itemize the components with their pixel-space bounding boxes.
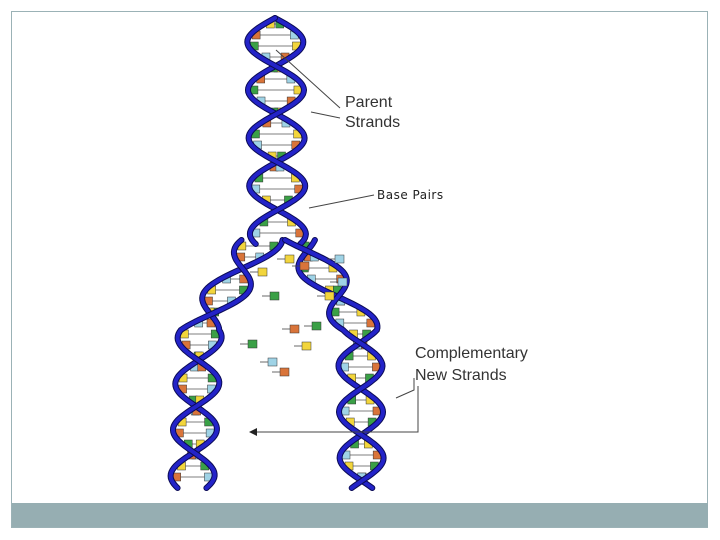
left-daughter-helix-strand-b: [170, 238, 253, 490]
complementary-pointer-1: [395, 378, 415, 399]
parent-helix-strand-b: [245, 16, 308, 246]
free-nucleotide: [289, 324, 300, 334]
dna-strands-group: [167, 15, 387, 491]
free-nucleotide: [299, 261, 310, 271]
base-pairs-pointer: [308, 194, 375, 209]
free-nucleotide: [267, 357, 278, 367]
parent-helix-strand-a: [245, 16, 308, 246]
complementary-strands-label-line2: New Strands: [415, 367, 507, 384]
parent-strands-label-line1: Parent: [345, 94, 393, 111]
parent-pointer-1: [275, 49, 341, 109]
slide-footer-bar: [12, 503, 708, 527]
left-daughter-helix-strand-b-outline: [169, 237, 254, 491]
pointer-lines: [249, 49, 419, 436]
free-nucleotide: [337, 277, 348, 287]
free-nucleotide: [257, 267, 268, 277]
free-nucleotides-group: [240, 254, 348, 377]
parent-strands-label-line2: Strands: [345, 114, 400, 131]
free-nucleotide: [269, 291, 280, 301]
free-nucleotide: [279, 367, 290, 377]
free-nucleotide: [324, 291, 335, 301]
free-nucleotide: [247, 339, 258, 349]
parent-pointer-2: [310, 111, 341, 119]
complementary-strands-label-line1: Complementary: [415, 345, 528, 362]
free-nucleotide: [334, 254, 345, 264]
free-nucleotide: [284, 254, 295, 264]
slide-frame: [11, 11, 708, 528]
free-nucleotide: [301, 341, 312, 351]
complementary-pointer-2: [249, 386, 419, 436]
free-nucleotide: [311, 321, 322, 331]
left-daughter-helix-strand-a: [168, 238, 285, 490]
right-daughter-helix-strand-a: [296, 238, 386, 490]
base-pairs-label: Base Pairs: [377, 188, 444, 202]
